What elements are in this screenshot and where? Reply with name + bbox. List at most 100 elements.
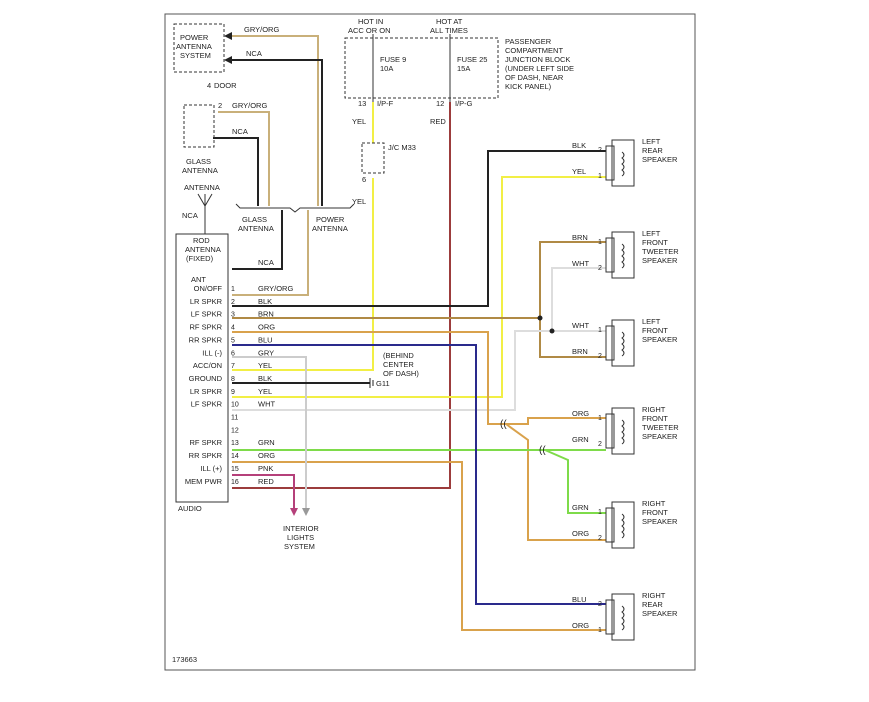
speaker-coil-icon — [621, 419, 625, 445]
power-antenna-line1: POWER — [180, 33, 209, 42]
radio-pin-label: MEM PWR — [185, 477, 223, 486]
splice-wht — [549, 328, 555, 334]
connector-c-icon: (( — [539, 445, 546, 456]
radio-pin-label: RR SPKR — [189, 335, 223, 344]
speaker-pin-top: 1 — [598, 415, 602, 422]
ground-label: G11 — [376, 379, 390, 388]
wire-blk-left-rear — [232, 150, 606, 307]
speaker-name: TWEETER — [642, 247, 679, 256]
behind-dash-line2: CENTER — [383, 360, 414, 369]
hot-at-all-line2: ALL TIMES — [430, 26, 468, 35]
radio-pin-label: LF SPKR — [191, 310, 223, 319]
speaker-wire-bottom: YEL — [572, 167, 586, 176]
splice-brn — [537, 315, 543, 321]
speaker-wire-bottom: WHT — [572, 259, 589, 268]
speaker-connector — [605, 325, 615, 361]
radio-title-line2: ANTENNA — [185, 245, 221, 254]
speaker-name: SPEAKER — [642, 609, 678, 618]
speaker-connector — [605, 413, 615, 449]
figure-code: 173663 — [172, 655, 197, 664]
hot-at-all-line1: HOT AT — [436, 17, 463, 26]
radio-pin-number: 9 — [231, 389, 235, 396]
speaker-coil-icon — [621, 513, 625, 539]
hot-in-acc-line2: ACC OR ON — [348, 26, 391, 35]
radio-pin-wire-color: ORG — [258, 451, 275, 460]
radio-pin-wire-color: BLK — [258, 374, 272, 383]
wire-gry-org-radio — [232, 210, 309, 296]
speaker-coil-icon — [621, 151, 625, 177]
speaker-pin-bottom: 1 — [598, 173, 602, 180]
radio-pin-label: RF SPKR — [189, 323, 222, 332]
radio-pin-wire-color: BRN — [258, 310, 274, 319]
speaker-pin-top: 2 — [598, 147, 602, 154]
speaker-pin-bottom: 2 — [598, 265, 602, 272]
speaker-name: SPEAKER — [642, 432, 678, 441]
wire-nca-radio — [232, 210, 283, 270]
interior-lights-line1: INTERIOR — [283, 524, 319, 533]
pin13-label: 13 — [358, 99, 366, 108]
speaker-wire-top: BLK — [572, 141, 586, 150]
speaker-connector — [605, 145, 615, 181]
radio-pin-label: LF SPKR — [191, 400, 223, 409]
jc-pin-label: 6 — [362, 175, 366, 184]
speaker-box — [611, 407, 635, 455]
junction-block-box — [344, 37, 499, 99]
nca2-label: NCA — [232, 127, 248, 136]
behind-dash-line3: OF DASH) — [383, 369, 419, 378]
wire-brn-tweeter — [539, 241, 606, 318]
wire-org-rf — [232, 331, 506, 425]
wire-blu-rr — [232, 344, 606, 605]
radio-pin-number: 6 — [231, 350, 235, 357]
glass-antenna-box — [183, 104, 215, 148]
fuse25-label: FUSE 25 — [457, 55, 487, 64]
speaker-name: RIGHT — [642, 591, 666, 600]
speaker-name: FRONT — [642, 326, 668, 335]
speaker-name: FRONT — [642, 414, 668, 423]
arrow-left-icon — [224, 56, 232, 64]
wire-yel-left-rear — [232, 176, 606, 398]
nca-label: NCA — [246, 49, 262, 58]
speaker-box — [611, 501, 635, 549]
radio-pin-number: 8 — [231, 376, 235, 383]
yel2-label: YEL — [352, 197, 366, 206]
radio-pin-number: 4 — [231, 325, 235, 332]
fuse9-amp: 10A — [380, 64, 393, 73]
behind-dash-line1: (BEHIND — [383, 351, 414, 360]
speaker-wire-bottom: ORG — [572, 621, 589, 630]
door-pin: 4 — [207, 81, 211, 90]
yel-label: YEL — [352, 117, 366, 126]
speaker-wire-bottom: ORG — [572, 529, 589, 538]
jc-box — [361, 142, 385, 174]
radio-pin-wire-color: GRY — [258, 348, 274, 357]
radio-pin-wire-color: BLU — [258, 335, 273, 344]
radio-pin-label: ILL (+) — [200, 464, 222, 473]
radio-title-line1: ROD — [193, 236, 210, 245]
power-antenna-box — [173, 23, 225, 73]
radio-pin-number: 16 — [231, 479, 239, 486]
radio-pin-label: LR SPKR — [190, 297, 223, 306]
speaker-name: SPEAKER — [642, 155, 678, 164]
speaker-name: LEFT — [642, 317, 661, 326]
radio-pin-label: ACC/ON — [193, 361, 222, 370]
radio-nca-label: NCA — [258, 258, 274, 267]
radio-box — [175, 233, 229, 503]
wire-gry-org-power-antenna — [232, 35, 319, 206]
speaker-name: REAR — [642, 600, 663, 609]
speaker-box — [611, 319, 635, 367]
wire-red-mem-pwr — [232, 102, 451, 489]
radio-pin-wire-color: GRY/ORG — [258, 284, 293, 293]
speaker-coil-icon — [621, 243, 625, 269]
radio-pin-label: RR SPKR — [189, 451, 223, 460]
ip-g-label: I/P-G — [455, 99, 473, 108]
speaker-pin-top: 1 — [598, 509, 602, 516]
speaker-name: SPEAKER — [642, 335, 678, 344]
speaker-wire-top: WHT — [572, 321, 589, 330]
wire-yel-jc-to-radio — [232, 178, 374, 371]
speaker-pin-top: 2 — [598, 601, 602, 608]
wire-gry-interior — [232, 356, 307, 510]
antenna-icon — [197, 193, 213, 234]
